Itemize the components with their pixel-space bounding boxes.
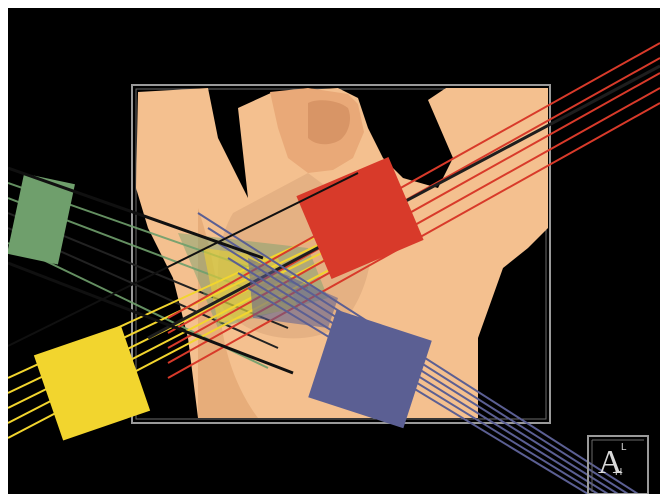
orientation-superscript: L <box>621 443 627 453</box>
orientation-subscript: H <box>615 468 622 478</box>
3d-viewport[interactable] <box>8 8 660 494</box>
scene-svg <box>8 8 660 494</box>
